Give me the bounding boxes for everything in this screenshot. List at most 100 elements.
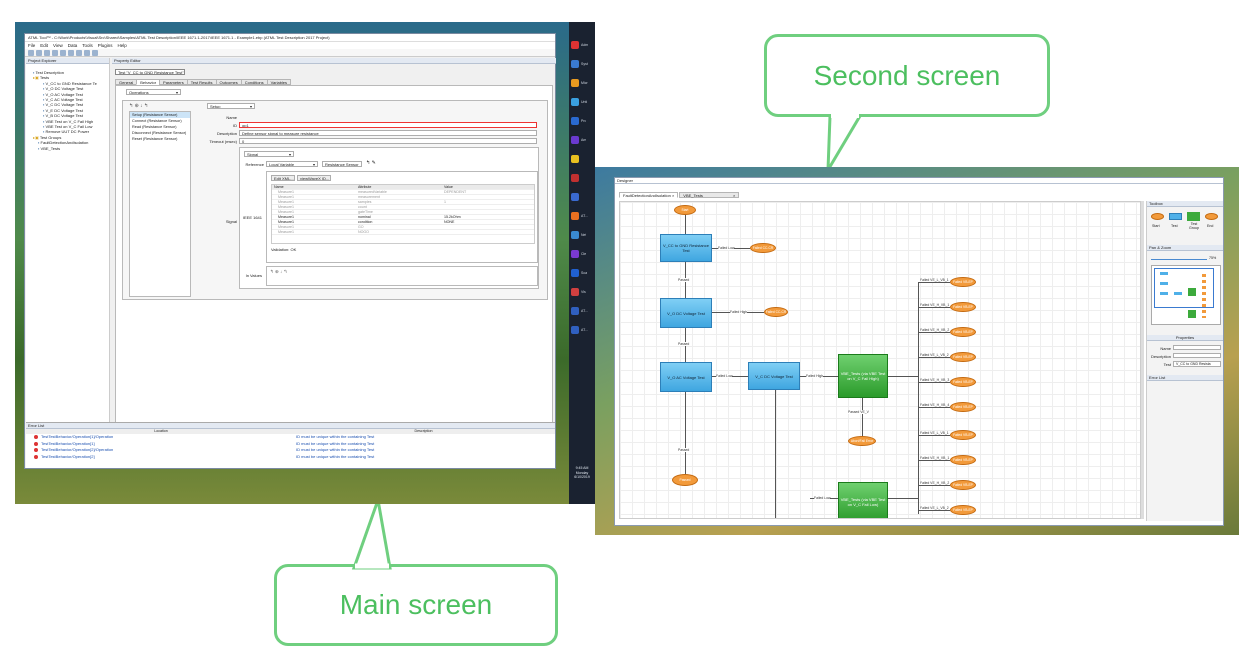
view-wave-button[interactable]: viewWaveX ID... [297,175,331,181]
undo-icon[interactable] [84,50,90,56]
signal-dropdown[interactable]: Signal▾ [244,151,294,157]
menu-item[interactable]: Help [117,43,127,48]
taskbar-app[interactable]: Adm [571,38,593,52]
operations-dropdown[interactable]: Operations▾ [126,89,181,95]
vc-dc-node[interactable]: V_C DC Voltage Test [748,362,800,390]
failed-vb-node[interactable]: Failed VB-EP [950,277,976,287]
taskbar-app[interactable]: Sca [571,266,593,280]
vo-ac-node[interactable]: V_O AC Voltage Test [660,362,712,392]
canvas-scrollbar[interactable] [1141,201,1144,519]
tab-vbe-tests[interactable]: VBE_Tests × [679,192,740,198]
tree-item[interactable]: ▪ VBE Test on V_C Fail Low [28,124,107,129]
save-all-icon[interactable] [52,50,58,56]
prop-name-field[interactable] [1173,345,1221,350]
open-icon[interactable] [36,50,42,56]
taskbar-clock[interactable]: 9:45 AM Monday 6/10/2019 [570,466,594,480]
taskbar-app[interactable]: AT... [571,323,593,337]
tree-item[interactable]: ▪ V_E DC Voltage Test [28,108,107,113]
passed-end-node[interactable]: Passed [672,474,698,486]
tree-item[interactable]: ▪ V_C DC Voltage Test [28,102,107,107]
description-field[interactable]: Define sensor signal to measure resistan… [239,130,537,136]
close-tab-icon[interactable]: × [732,193,736,198]
resistance-sensor-dropdown[interactable]: Resistance Sensor▾ [322,161,362,167]
failed-vb-node[interactable]: Failed VB-EP [950,377,976,387]
taskbar-app[interactable] [571,152,593,166]
new-icon[interactable] [28,50,34,56]
save-icon[interactable] [44,50,50,56]
tree-item[interactable]: ▪ V_O AC Voltage Test [28,92,107,97]
operation-item[interactable]: Read (Resistance Sensor) [132,125,177,129]
vo-dc-node[interactable]: V_O DC Voltage Test [660,298,712,328]
taskbar-app[interactable] [571,190,593,204]
copy-icon[interactable] [68,50,74,56]
vbe-low-node[interactable]: VBE_Tests (via VBE Test on V_C Fail Low) [838,482,888,518]
taskbar-app[interactable]: Pro [571,114,593,128]
taskbar-app[interactable]: Unti [571,95,593,109]
redo-icon[interactable] [92,50,98,56]
paste-icon[interactable] [76,50,82,56]
taskbar-app[interactable]: Net [571,228,593,242]
tree-item[interactable]: ▪ FaultDetectionAndIsolation [28,140,107,145]
failed-cc-node[interactable]: Failed CC-CR [750,243,776,253]
operation-item[interactable]: Disconnect (Resistance Sensor) [132,131,187,135]
tree-item[interactable]: ▸▣ Test Groups [28,135,107,140]
vbe-high-node[interactable]: VBE_Tests (via VBE Test on V_C Fail High… [838,354,888,398]
failed-vb-node[interactable]: Failed VB-EP [950,302,976,312]
menu-item[interactable]: Data [67,43,78,48]
prop-description-field[interactable] [1173,353,1221,358]
tree-item[interactable]: ▪ VBE_Tests [28,146,107,151]
failed-vb-node[interactable]: Failed VB-EP [950,430,976,440]
id-field[interactable]: op1 [239,122,537,128]
tab-fault-detection[interactable]: FaultDetectionAndIsolation × [619,192,679,198]
cut-icon[interactable] [60,50,66,56]
operation-item[interactable]: Reset (Resistance Sensor) [132,137,178,141]
toolbox-end-icon[interactable] [1205,213,1218,220]
taskbar-app[interactable]: Micr [571,76,593,90]
tree-item[interactable]: ▪ VBE Test on V_C Fail High [28,119,107,124]
menu-item[interactable]: File [28,43,36,48]
toolbox-testgroup-icon[interactable] [1187,212,1200,221]
failed-vb-node[interactable]: Failed VB-EP [950,327,976,337]
reference-tools-icon[interactable]: ↰ ✎ [366,160,376,166]
tree-item[interactable]: ▪ Remove UUT DC Power [28,129,107,134]
tree-item[interactable]: ▪ Test Description [28,70,107,75]
tree-item[interactable]: ▪ V_C AC Voltage Test [28,97,107,102]
toolbox-start-icon[interactable] [1151,213,1164,220]
abort-node[interactable]: Abort/Fail Error [848,436,876,446]
timeout-field[interactable]: 0 [239,138,537,144]
tree-item[interactable]: ▪ V_CC to GND Resistance Te [28,81,107,86]
menu-item[interactable]: View [53,43,63,48]
tree-item[interactable]: ▪ V_O DC Voltage Test [28,86,107,91]
failed-vb-node[interactable]: Failed VB-EP [950,505,976,515]
taskbar-app[interactable]: Vis [571,285,593,299]
failed-vb-node[interactable]: Failed VB-EP [950,455,976,465]
setup-dropdown[interactable]: Setup▾ [207,103,255,109]
taskbar-app[interactable]: AT... [571,209,593,223]
start-node[interactable]: Start [674,205,696,215]
menu-item[interactable]: Plugins [97,43,113,48]
error-row[interactable]: TestTestBehavior/Operation[1]ID must be … [26,441,555,448]
prop-test-dropdown[interactable]: V_CC to GND Resista [1173,361,1221,367]
taskbar-app[interactable]: Cle [571,247,593,261]
error-row[interactable]: TestTestBehavior/Operation[2]ID must be … [26,454,555,461]
taskbar-app[interactable]: Syst [571,57,593,71]
toolbox-test-icon[interactable] [1169,213,1182,220]
flow-canvas[interactable]: Start V_CC to GND Resistance Test Failed… [619,201,1141,519]
edit-xml-button[interactable]: Edit XML... [271,175,295,181]
menu-item[interactable]: Edit [40,43,49,48]
failed-vb-node[interactable]: Failed VB-EP [950,352,976,362]
operation-item[interactable]: Setup (Resistance Sensor) [130,112,190,118]
tree-item[interactable]: ▪ V_B DC Voltage Test [28,113,107,118]
taskbar-app[interactable]: Am [571,133,593,147]
